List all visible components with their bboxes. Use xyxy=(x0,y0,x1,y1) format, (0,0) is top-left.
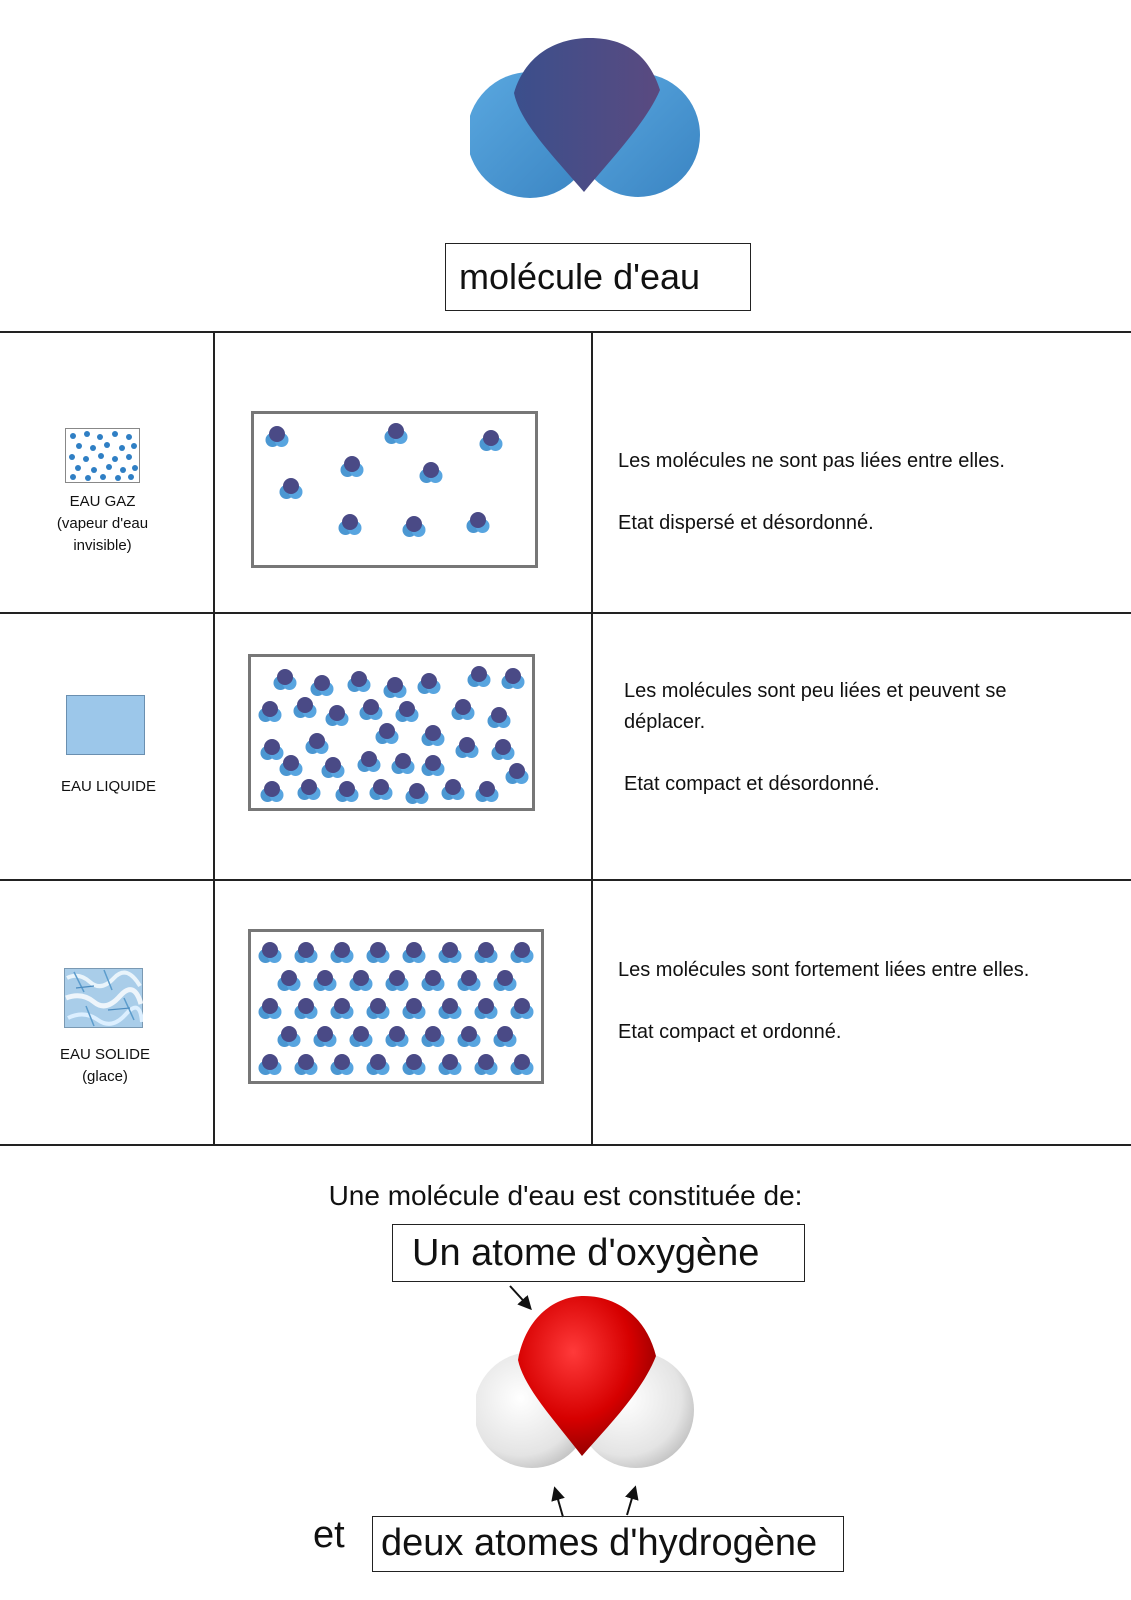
water-molecule-illustration xyxy=(470,38,700,198)
connector-word: et xyxy=(313,1514,345,1556)
description-solid: Les molécules sont fortement liées entre… xyxy=(618,959,1030,1043)
gas-molecules-diagram xyxy=(251,411,538,568)
state-label-gas: EAU GAZ (vapeur d'eau invisible) xyxy=(56,493,149,554)
liquid-icon xyxy=(66,695,145,755)
h2o-molecule-3d xyxy=(476,1296,694,1468)
oxygen-label: Un atome d'oxygène xyxy=(392,1224,805,1282)
hydrogen-arrow-right xyxy=(625,1485,639,1516)
oxygen-arrow xyxy=(509,1285,532,1311)
state-label-liquid: EAU LIQUIDE xyxy=(60,778,157,795)
state-label-solid: EAU SOLIDE (glace) xyxy=(59,1046,151,1085)
composition-intro: Une molécule d'eau est constituée de: xyxy=(328,1180,803,1211)
solid-molecules-diagram xyxy=(248,929,544,1084)
description-liquid: Les molécules sont peu liées et peuvent … xyxy=(624,680,1007,795)
ice-icon xyxy=(64,968,143,1028)
page-title: molécule d'eau xyxy=(445,243,751,311)
liquid-molecules-diagram xyxy=(248,654,535,811)
hydrogen-label: deux atomes d'hydrogène xyxy=(372,1516,844,1572)
gas-icon xyxy=(65,428,140,483)
description-gas: Les molécules ne sont pas liées entre el… xyxy=(618,450,1005,534)
hydrogen-arrow-left xyxy=(551,1486,565,1518)
